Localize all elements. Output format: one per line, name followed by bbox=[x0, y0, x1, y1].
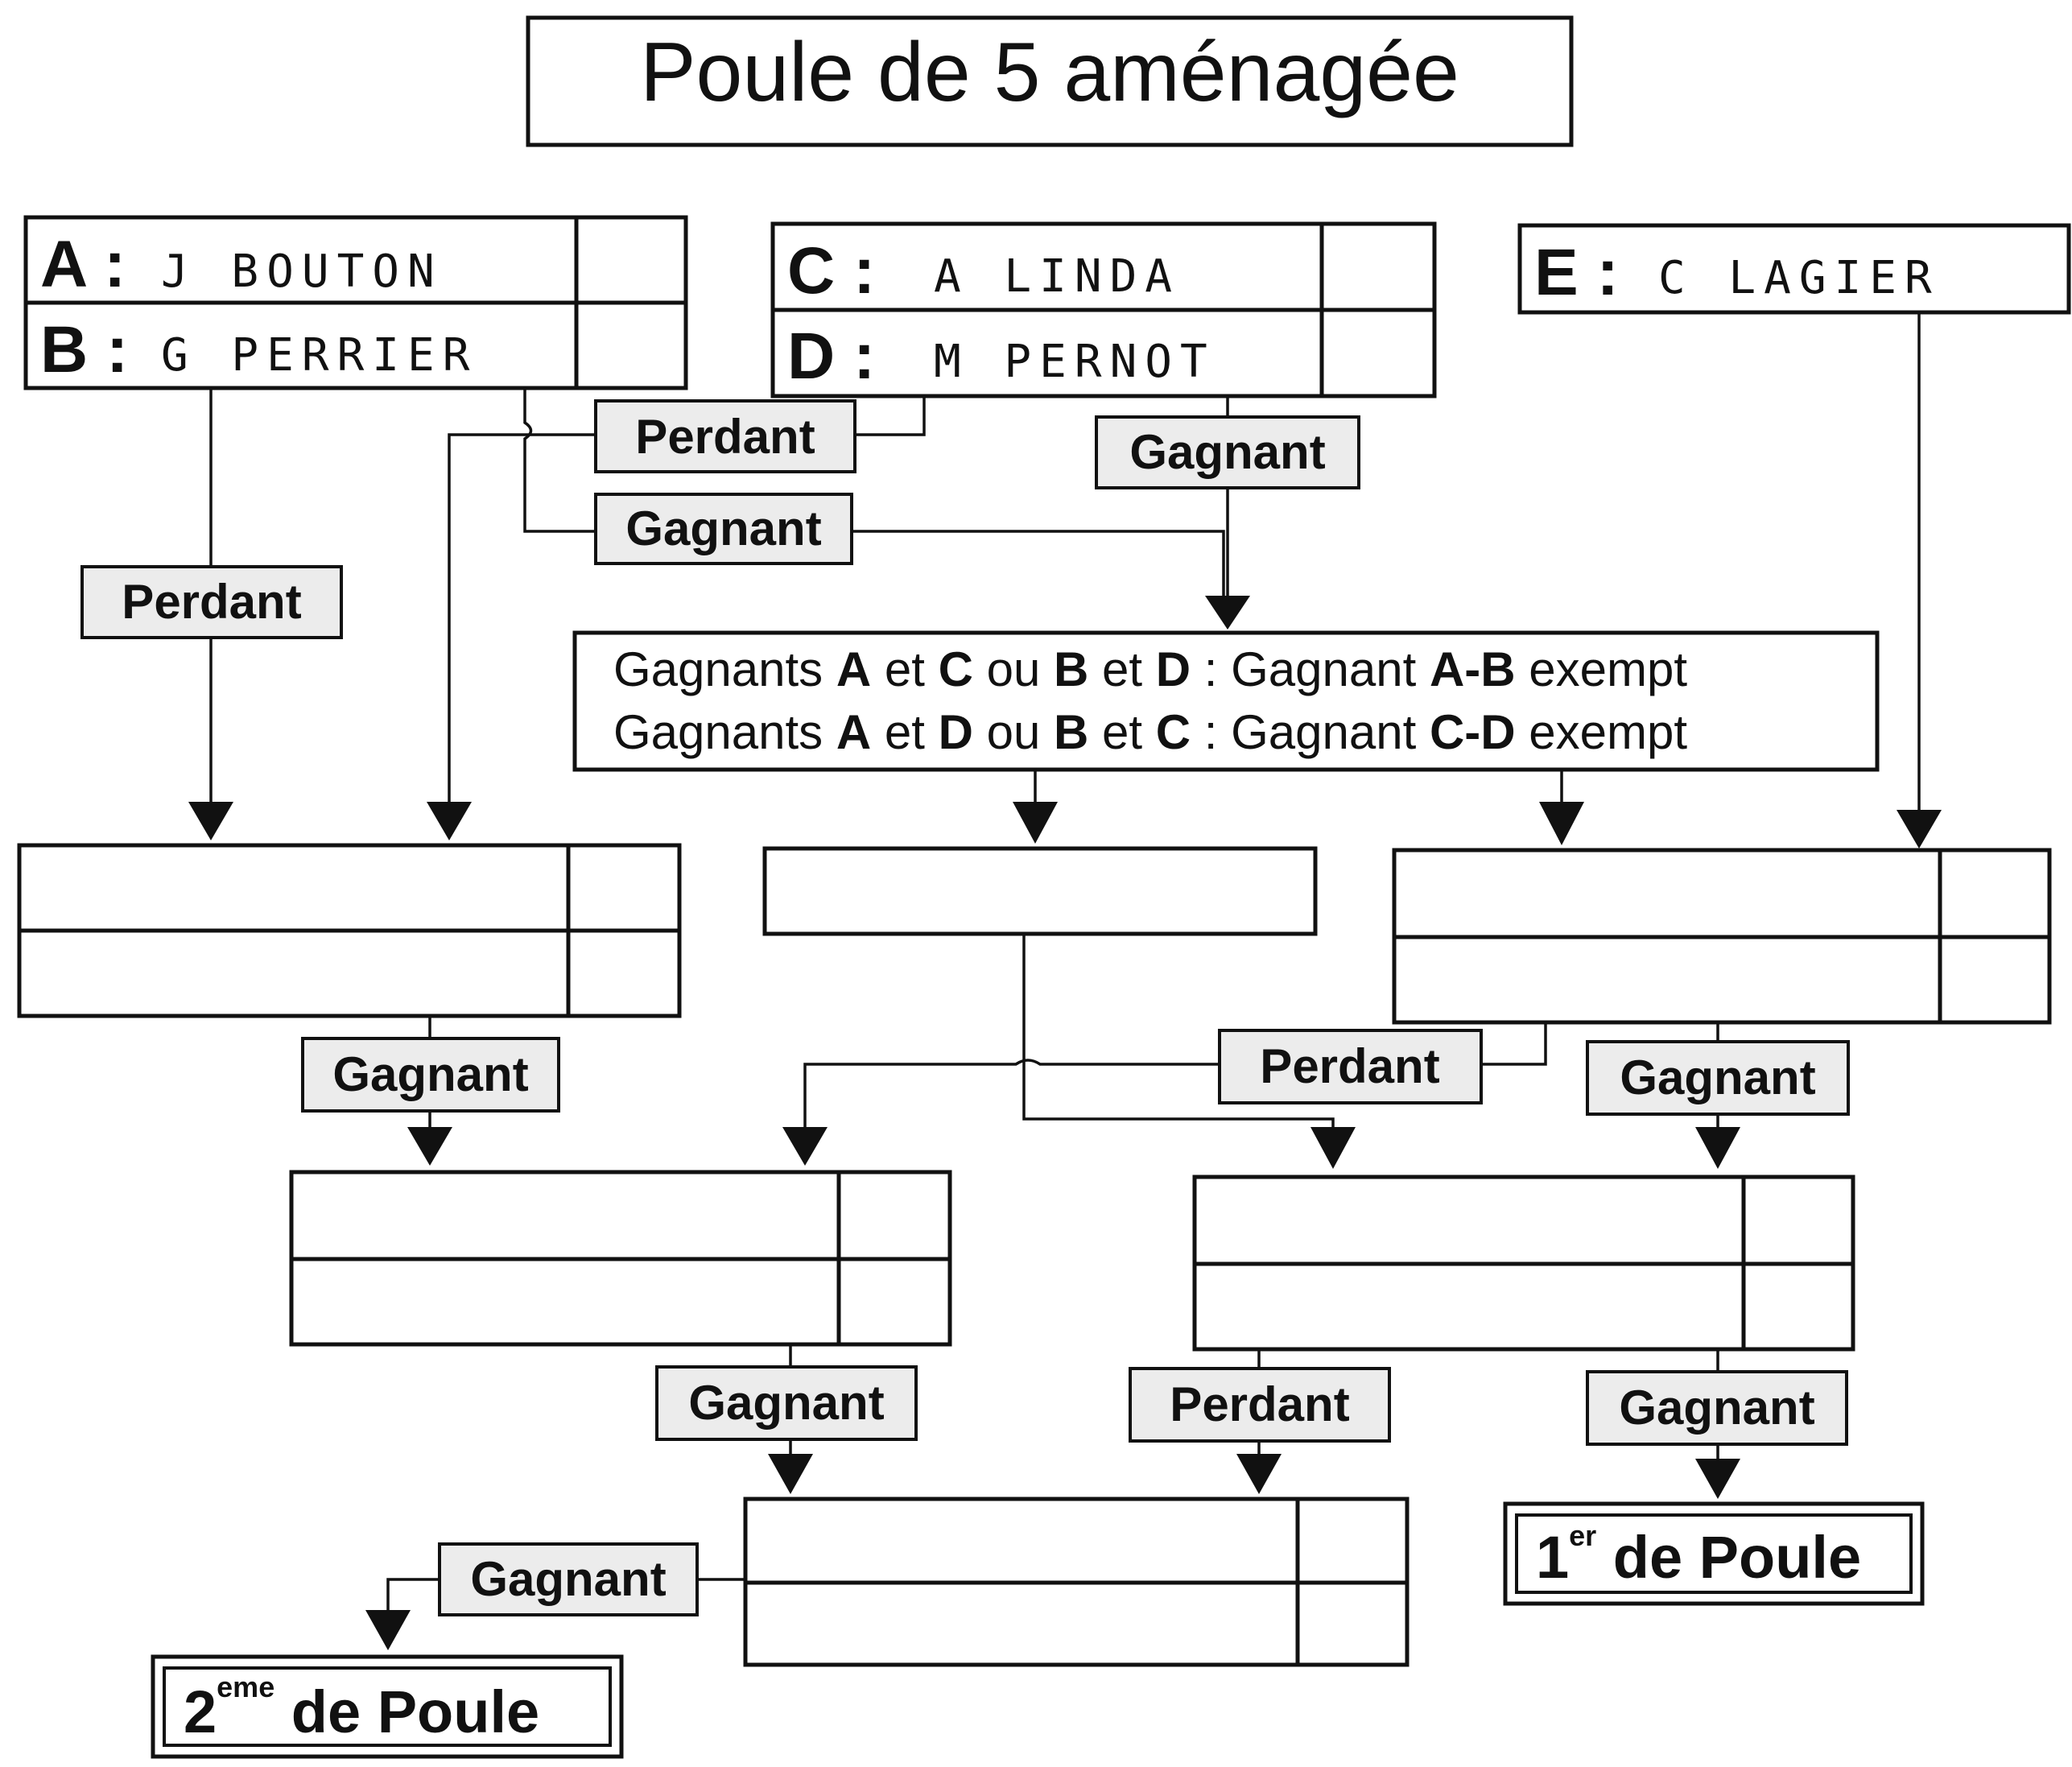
label-gagnant-right: Gagnant bbox=[1586, 1040, 1850, 1116]
arrows bbox=[188, 596, 1942, 1650]
arrow-down-icon bbox=[1695, 1459, 1740, 1499]
svg-text:Gagnant: Gagnant bbox=[1129, 425, 1325, 479]
label-gagnant-ab: Gagnant bbox=[594, 493, 853, 565]
svg-text:Gagnant: Gagnant bbox=[1619, 1381, 1814, 1435]
match-box-exempt bbox=[762, 846, 1318, 936]
player-box-cd: C : A LINDA D : M PERNOT bbox=[770, 221, 1437, 398]
svg-text:Gagnant: Gagnant bbox=[470, 1552, 666, 1606]
arrow-down-icon bbox=[1695, 1127, 1740, 1169]
label-perdant-ab: Perdant bbox=[80, 565, 343, 639]
rule-line-2: Gagnants A et D ou B et C : Gagnant C-D … bbox=[613, 705, 1687, 759]
svg-text:Gagnant: Gagnant bbox=[625, 502, 821, 555]
svg-text:Gagnant: Gagnant bbox=[688, 1376, 884, 1430]
rule-line-1: Gagnants A et C ou B et D : Gagnant A-B … bbox=[613, 642, 1687, 696]
result-first-of-pool: 1er de Poule bbox=[1503, 1501, 1925, 1606]
player-c-name: A LINDA bbox=[934, 250, 1180, 303]
match-box-row3-right bbox=[1192, 1175, 1855, 1352]
arrow-down-icon bbox=[1897, 810, 1942, 848]
player-e-name: C LAGIER bbox=[1658, 252, 1940, 304]
label-gagnant-final-loser: Gagnant bbox=[438, 1542, 699, 1616]
result-second-of-pool: 2eme de Poule bbox=[151, 1654, 624, 1759]
svg-text:Perdant: Perdant bbox=[1260, 1039, 1439, 1093]
svg-text:Gagnant: Gagnant bbox=[1620, 1051, 1815, 1104]
label-gagnant-row3-left: Gagnant bbox=[655, 1365, 918, 1441]
match-box-row3-left bbox=[289, 1170, 952, 1347]
svg-text:Perdant: Perdant bbox=[122, 575, 301, 629]
match-box-left bbox=[17, 843, 682, 1018]
label-perdant-d: Perdant bbox=[594, 399, 856, 473]
arrow-down-icon bbox=[1539, 802, 1584, 845]
player-d-letter: D : bbox=[787, 320, 875, 393]
label-perdant-row3-right: Perdant bbox=[1129, 1367, 1391, 1443]
rules-box: Gagnants A et C ou B et D : Gagnant A-B … bbox=[572, 630, 1880, 772]
arrow-down-icon bbox=[188, 802, 233, 840]
label-gagnant-left: Gagnant bbox=[301, 1037, 560, 1113]
player-box-ab: A : J BOUTON B : G PERRIER bbox=[23, 215, 688, 390]
arrow-down-icon bbox=[365, 1610, 411, 1650]
arrow-down-icon bbox=[1236, 1454, 1282, 1494]
arrow-down-icon bbox=[1310, 1127, 1356, 1169]
match-box-right bbox=[1392, 848, 2052, 1025]
player-a-letter: A : bbox=[40, 228, 126, 301]
svg-text:Gagnant: Gagnant bbox=[332, 1047, 528, 1101]
arrow-down-icon bbox=[782, 1127, 828, 1166]
label-perdant-right: Perdant bbox=[1218, 1029, 1483, 1104]
label-gagnant-row3-right: Gagnant bbox=[1586, 1370, 1848, 1446]
label-gagnant-cd: Gagnant bbox=[1095, 415, 1360, 489]
first-of-pool-text: 1er de Poule bbox=[1536, 1519, 1861, 1591]
player-b-letter: B : bbox=[40, 313, 128, 386]
arrow-down-icon bbox=[1013, 802, 1058, 844]
player-d-name: M PERNOT bbox=[934, 336, 1216, 388]
outcome-labels: Perdant Gagnant Gagnant Perdant Gagnant … bbox=[80, 399, 1850, 1616]
player-b-name: G PERRIER bbox=[161, 329, 477, 382]
player-c-letter: C : bbox=[787, 234, 875, 308]
arrow-down-icon bbox=[427, 802, 472, 840]
match-box-final-loser bbox=[743, 1497, 1410, 1667]
arrow-down-icon bbox=[407, 1127, 452, 1166]
arrow-down-icon bbox=[768, 1454, 813, 1494]
svg-text:Perdant: Perdant bbox=[635, 410, 815, 464]
player-a-name: J BOUTON bbox=[161, 246, 443, 298]
page-title: Poule de 5 aménagée bbox=[640, 26, 1459, 119]
title-box: Poule de 5 aménagée bbox=[526, 15, 1574, 147]
second-of-pool-text: 2eme de Poule bbox=[184, 1670, 539, 1745]
player-box-e: E : C LAGIER bbox=[1517, 223, 2071, 315]
arrow-down-icon bbox=[1205, 596, 1250, 630]
player-e-letter: E : bbox=[1534, 236, 1619, 309]
svg-text:Perdant: Perdant bbox=[1170, 1377, 1349, 1431]
